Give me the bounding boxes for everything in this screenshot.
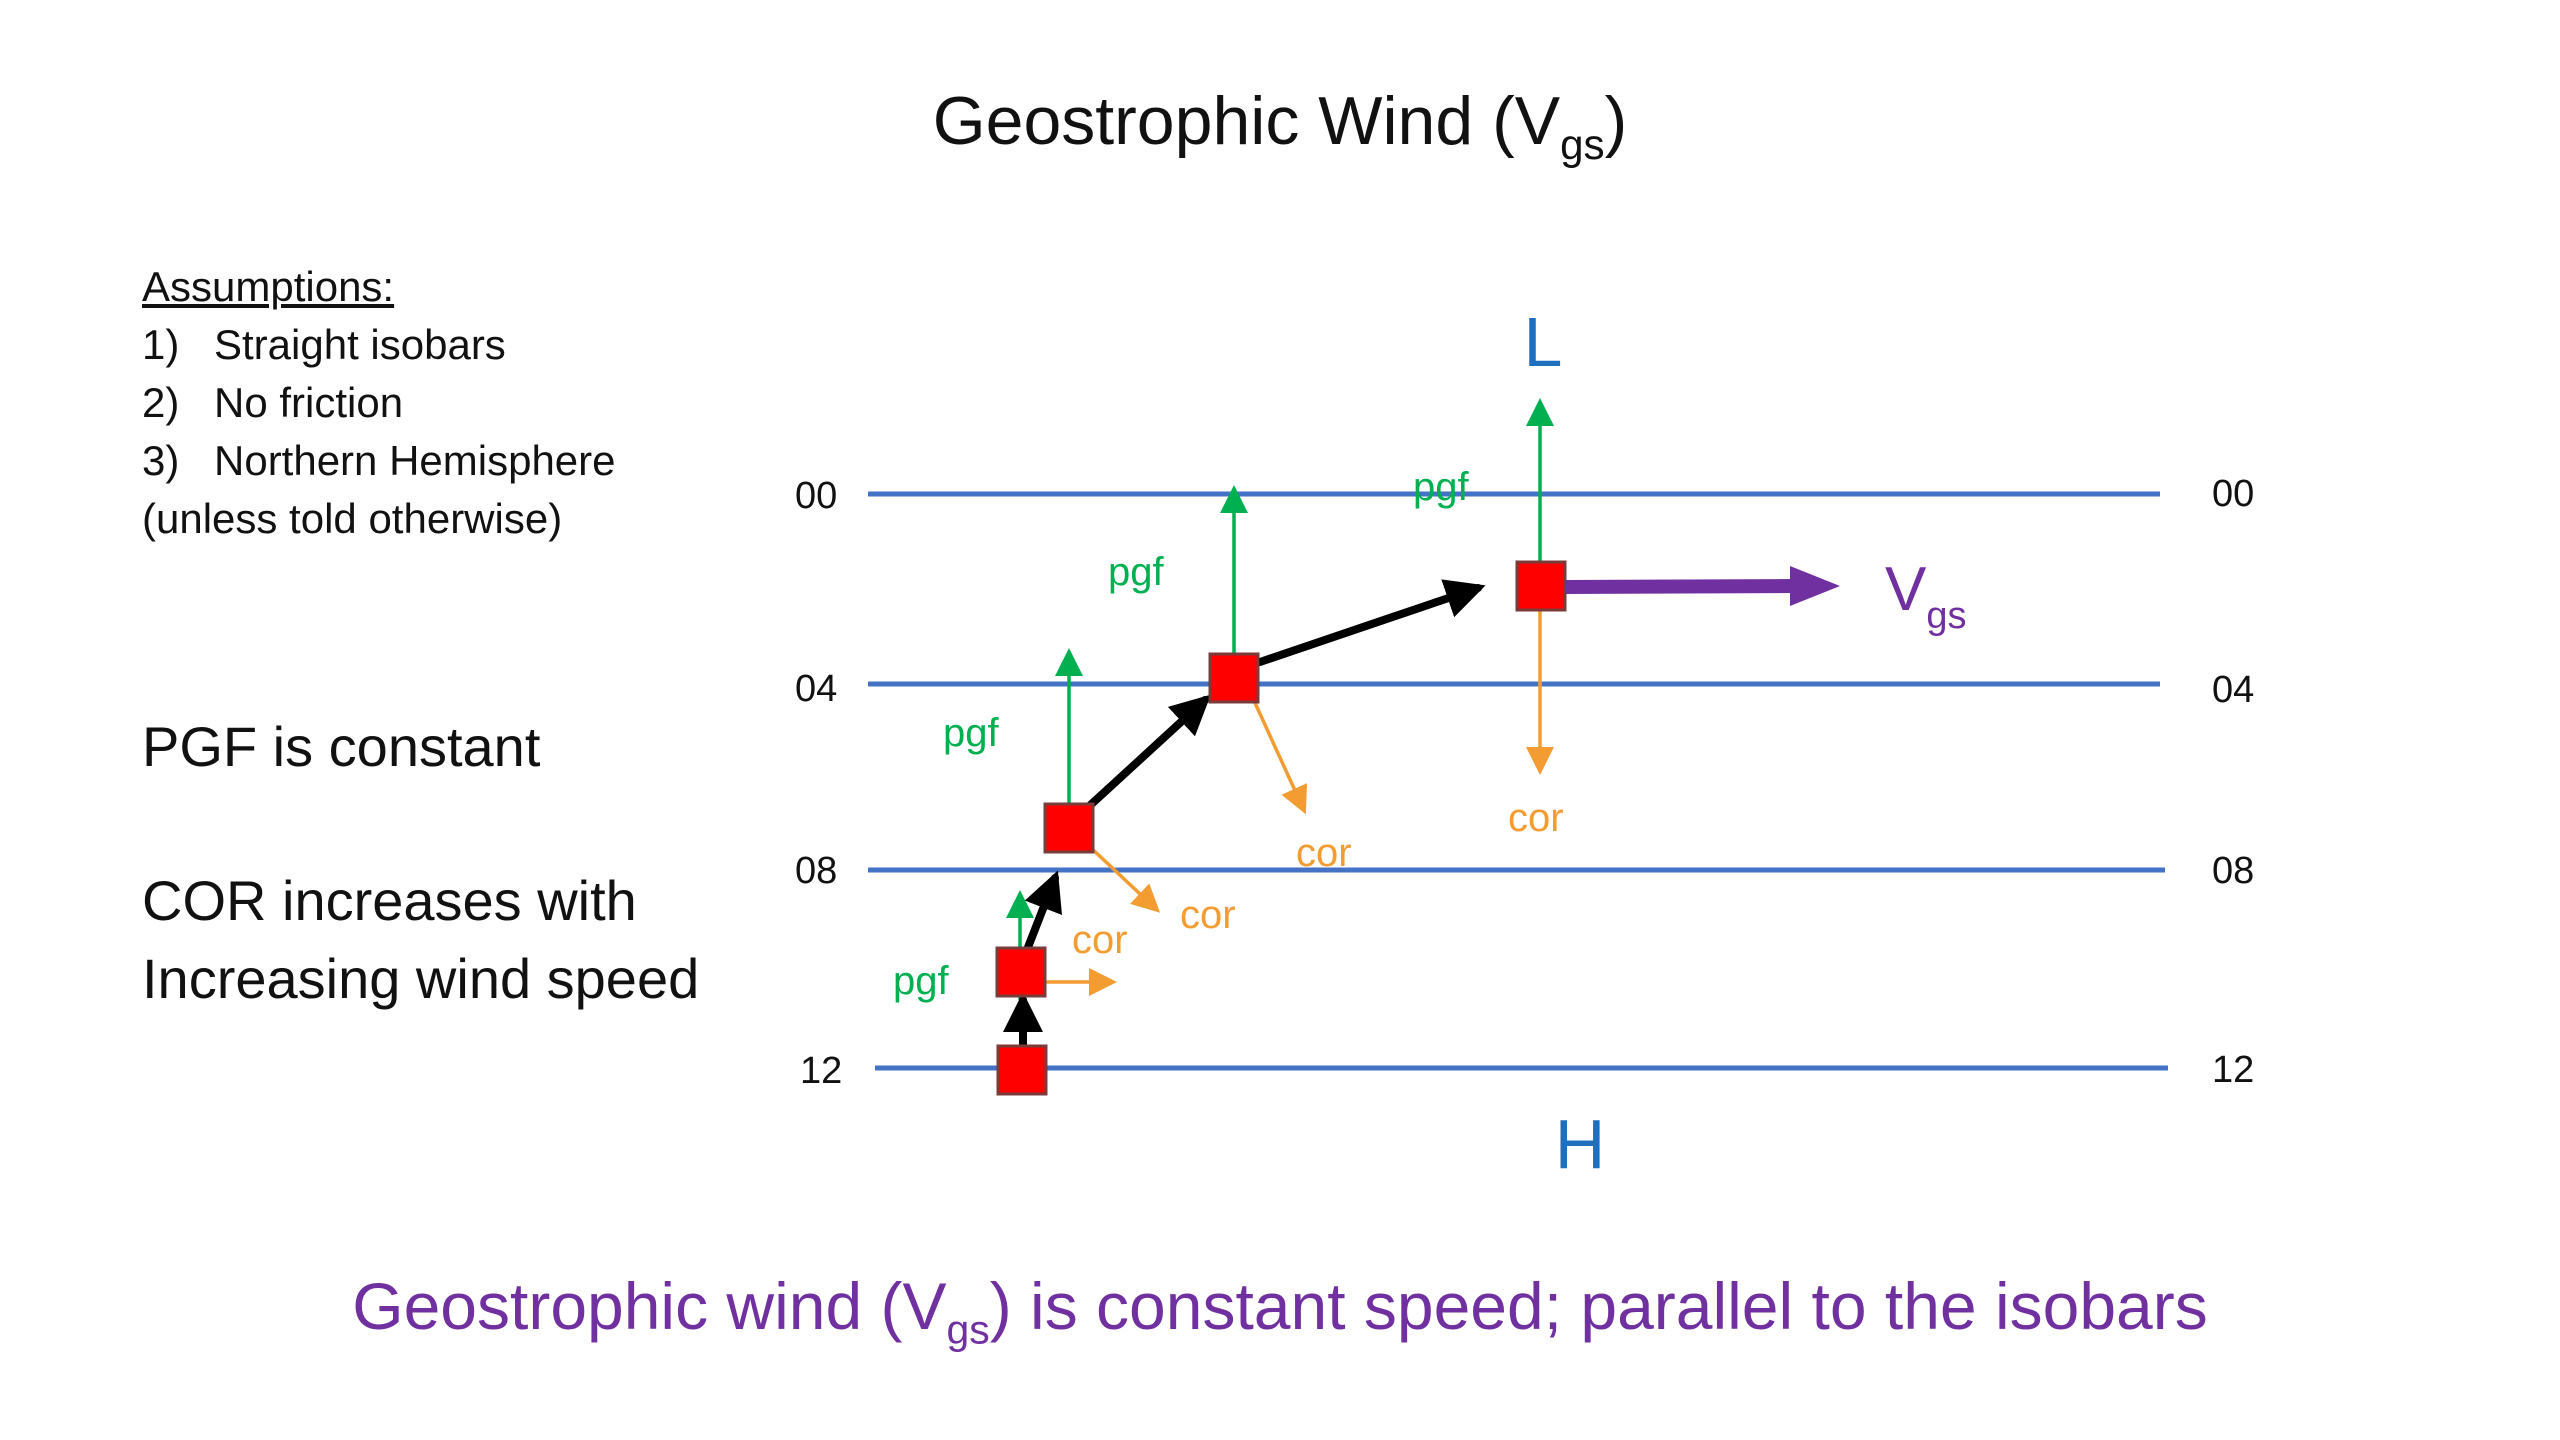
cor-label: cor (1180, 893, 1236, 937)
isobar-label-left: 04 (795, 668, 837, 710)
assumption-item: 1)Straight isobars (142, 321, 506, 368)
vgs-label: Vgs (1885, 555, 1967, 637)
assumptions-heading: Assumptions: (142, 263, 395, 310)
air-parcel (1043, 802, 1095, 854)
path-segment (1021, 870, 1063, 959)
air-parcel (1208, 652, 1260, 704)
page-title: Geostrophic Wind (Vgs) (932, 83, 1628, 168)
air-parcel (995, 946, 1047, 998)
pgf-note: PGF is constant (142, 715, 541, 778)
isobars (868, 491, 2168, 1071)
assumption-item: 2)No friction (142, 379, 404, 426)
low-pressure-label: L (1524, 303, 1563, 381)
isobar-label-right: 12 (2212, 1049, 2254, 1091)
isobar-label-right: 04 (2212, 669, 2254, 711)
isobar-label-left: 08 (795, 850, 837, 892)
cor-note-line2: Increasing wind speed (142, 947, 700, 1010)
cor-label: cor (1072, 918, 1128, 962)
cor-note-line1: COR increases with (142, 869, 637, 932)
isobar-label-left: 00 (795, 475, 837, 517)
assumptions-footnote: (unless told otherwise) (142, 495, 563, 542)
pgf-label: pgf (943, 711, 999, 755)
assumptions-list: Assumptions: 1)Straight isobars 2)No fri… (142, 258, 616, 548)
pgf-label: pgf (893, 959, 949, 1003)
bottom-caption: Geostrophic wind (Vgs) is constant speed… (352, 1269, 2208, 1353)
cor-arrow (1248, 691, 1308, 815)
isobar-label-left: 12 (800, 1050, 842, 1092)
cor-label: cor (1508, 796, 1564, 840)
vgs-arrow (1565, 566, 1840, 606)
pgf-label: pgf (1413, 465, 1469, 509)
cor-arrow (1088, 845, 1161, 913)
assumption-item: 3)Northern Hemisphere (142, 437, 616, 484)
air-parcel (1515, 560, 1567, 612)
path-segment (1256, 579, 1486, 666)
cor-label: cor (1296, 831, 1352, 875)
high-pressure-label: H (1555, 1105, 1606, 1183)
isobar-label-right: 08 (2212, 850, 2254, 892)
pgf-label: pgf (1108, 550, 1164, 594)
isobar-label-right: 00 (2212, 473, 2254, 515)
path-segment (1081, 694, 1211, 814)
air-parcel (996, 1044, 1048, 1096)
